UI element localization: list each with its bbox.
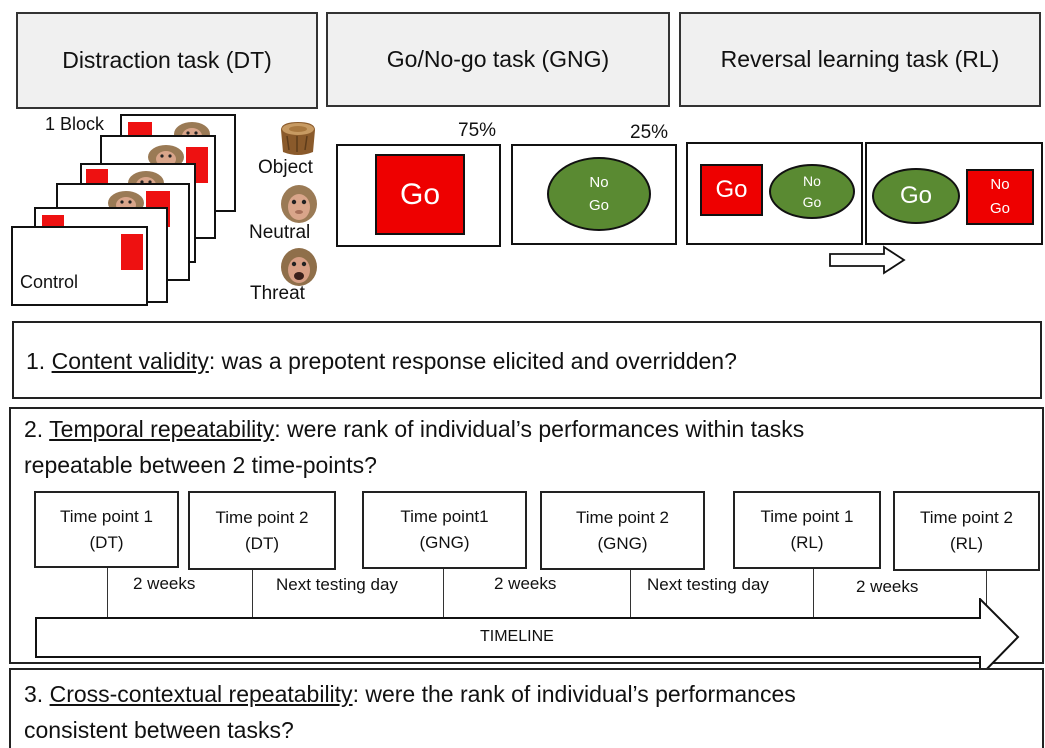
header-gng-label: Go/No-go task (GNG) — [386, 46, 610, 72]
timeline-tick — [813, 569, 814, 617]
section1-number: 1. — [26, 348, 46, 374]
time-point-box: Time point 1 (DT) — [34, 491, 179, 568]
section3-line2: consistent between tasks? — [24, 717, 294, 743]
gap-label: 2 weeks — [856, 577, 919, 596]
time-point-box: Time point 2 (GNG) — [540, 491, 705, 570]
go-stimulus-label: Go — [399, 177, 441, 211]
rl-phase-1: Go No Go — [686, 142, 863, 245]
section1-text: 1. Content validity: was a prepotent res… — [26, 343, 737, 379]
time-point-title: Time point 2 — [920, 508, 1013, 527]
nogo-percent: 25% — [630, 122, 669, 143]
gap-label: Next testing day — [647, 575, 769, 594]
rl-go-stimulus-1: Go — [700, 164, 763, 216]
timeline-arrow — [35, 598, 1020, 678]
section3-number: 3. — [24, 681, 44, 707]
timeline-tick — [986, 571, 987, 617]
section3-text: 3. Cross-contextual repeatability: were … — [24, 676, 796, 748]
header-gng: Go/No-go task (GNG) — [326, 12, 670, 107]
section2-text: 2. Temporal repeatability: were rank of … — [24, 411, 804, 483]
rl-nogo-stimulus-1: No Go — [769, 164, 855, 219]
nogo-stimulus: No Go — [547, 157, 651, 231]
red-distractor-bar — [86, 169, 108, 187]
go-percent: 75% — [458, 120, 497, 141]
time-point-task: (RL) — [790, 533, 824, 552]
section3-rest: : were the rank of individual’s performa… — [352, 681, 796, 707]
rl-go-stimulus-2: Go — [872, 168, 960, 224]
rl-nogo-line2-2: Go — [989, 200, 1010, 217]
section-content-validity: 1. Content validity: was a prepotent res… — [12, 321, 1042, 399]
time-point-title: Time point 2 — [576, 507, 669, 527]
red-distractor-bar — [121, 234, 143, 270]
section1-title: Content validity — [51, 348, 209, 374]
timeline-label: TIMELINE — [480, 628, 554, 645]
timeline-tick — [630, 570, 631, 617]
section3-title: Cross-contextual repeatability — [49, 681, 353, 707]
section2-line2: repeatable between 2 time-points? — [24, 452, 377, 478]
stimulus-threat-label: Threat — [250, 283, 305, 304]
time-point-title: Time point 2 — [215, 507, 309, 527]
rl-nogo-line1-2: No — [990, 176, 1010, 193]
section2-number: 2. — [24, 416, 44, 442]
control-label: Control — [20, 272, 79, 292]
time-point-box: Time point1 (GNG) — [362, 491, 527, 569]
time-point-box: Time point 2 (DT) — [188, 491, 336, 570]
time-point-task: (GNG) — [419, 533, 470, 552]
gng-nogo-trial: No Go — [511, 144, 677, 245]
section2-title: Temporal repeatability — [49, 416, 275, 442]
monkey-face-icon — [281, 185, 317, 223]
time-point-title: Time point 1 — [60, 506, 153, 526]
block-label: 1 Block — [45, 114, 105, 134]
rl-go-label-2: Go — [899, 182, 932, 209]
time-point-task: (RL) — [949, 534, 984, 553]
section2-rest: : were rank of individual’s performances… — [274, 416, 805, 442]
time-point-task: (DT) — [89, 532, 124, 552]
header-rl: Reversal learning task (RL) — [679, 12, 1041, 107]
nogo-stimulus-line2: Go — [588, 197, 609, 214]
stimulus-neutral-label: Neutral — [249, 222, 311, 243]
gap-label: 2 weeks — [494, 574, 557, 593]
header-dt-label: Distraction task (DT) — [62, 47, 272, 73]
gap-label: 2 weeks — [133, 574, 196, 593]
go-stimulus: Go — [375, 154, 465, 235]
stimulus-card — [11, 226, 148, 306]
time-point-task: (DT) — [245, 533, 279, 553]
time-point-box: Time point 2 (RL) — [893, 491, 1040, 571]
gng-go-trial: Go — [336, 144, 501, 247]
nogo-stimulus-line1: No — [589, 174, 609, 191]
rl-phase-2: Go No Go — [865, 142, 1043, 245]
rl-go-label-1: Go — [715, 176, 748, 203]
time-point-title: Time point1 — [400, 507, 489, 526]
rl-nogo-stimulus-2: No Go — [966, 169, 1034, 225]
time-point-title: Time point 1 — [760, 507, 854, 526]
rl-nogo-line1-1: No — [803, 172, 821, 189]
arrow-right-icon — [829, 245, 906, 275]
header-dt: Distraction task (DT) — [16, 12, 318, 109]
time-point-task: (GNG) — [597, 533, 648, 553]
tree-stump-icon — [281, 122, 315, 155]
timeline-tick — [107, 568, 108, 617]
timeline-tick — [443, 569, 444, 617]
rl-nogo-line2-1: Go — [802, 193, 822, 210]
time-point-box: Time point 1 (RL) — [733, 491, 881, 569]
timeline-tick — [252, 570, 253, 617]
gap-label: Next testing day — [276, 575, 398, 594]
section-cross-contextual: 3. Cross-contextual repeatability: were … — [9, 668, 1044, 748]
header-rl-label: Reversal learning task (RL) — [720, 46, 1000, 72]
stimulus-object-label: Object — [258, 157, 313, 178]
monkey-face-icon — [281, 248, 317, 286]
section1-rest: : was a prepotent response elicited and … — [208, 348, 737, 374]
